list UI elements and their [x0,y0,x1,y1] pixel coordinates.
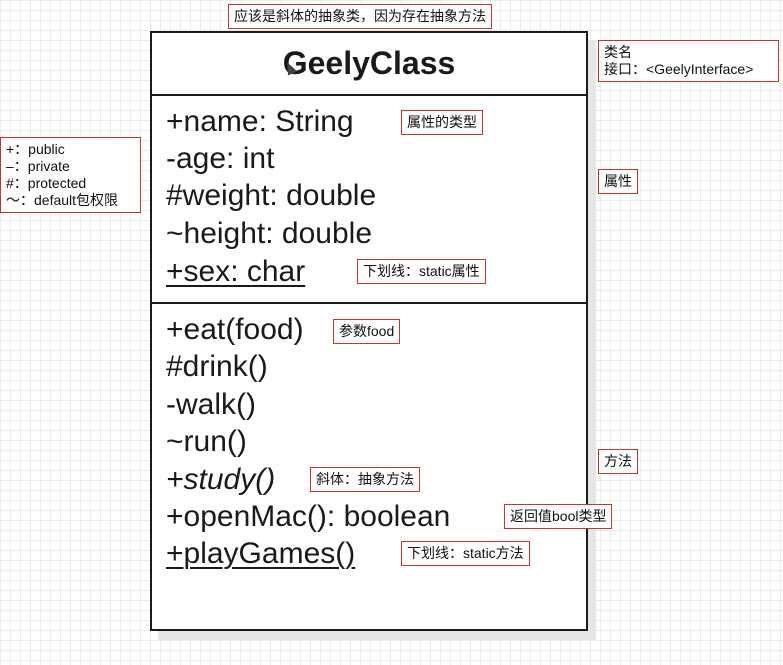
note-static-method: 下划线：static方法 [401,541,530,566]
note-return-value: 返回值bool类型 [504,504,613,529]
attribute-age[interactable]: -age: int [166,142,275,175]
note-param: 参数food [333,319,401,344]
note-methods: 方法 [598,449,638,474]
method-eat[interactable]: +eat(food) [166,313,304,346]
method-openmac[interactable]: +openMac(): boolean [166,500,451,533]
note-interface: 接口：<GeelyInterface> [604,61,754,77]
method-run[interactable]: ~run() [166,425,247,458]
note-attributes: 属性 [598,169,638,194]
attributes-divider [152,302,586,304]
attribute-name[interactable]: +name: String [166,105,354,138]
note-abstract-class: 应该是斜体的抽象类，因为存在抽象方法 [228,4,492,29]
method-drink[interactable]: #drink() [166,350,268,383]
note-visibility-legend: +：public –：private #：protected ～：default… [0,137,141,213]
legend-protected: #：protected [6,175,87,191]
note-attr-type: 属性的类型 [401,110,483,135]
class-name-divider [152,94,586,96]
method-playgames[interactable]: +playGames() [166,537,356,570]
method-study[interactable]: +study() [166,463,276,496]
note-static-attr: 下划线：static属性 [357,259,486,284]
legend-private: –：private [6,158,70,174]
note-class-name-interface: 类名 接口：<GeelyInterface> [598,40,779,82]
note-class-name: 类名 [604,44,632,60]
class-name: GeelyClass [282,45,456,81]
attribute-weight[interactable]: #weight: double [166,179,377,212]
attribute-sex[interactable]: +sex: char [166,255,306,288]
method-walk[interactable]: -walk() [166,388,256,421]
legend-public: +：public [6,141,65,157]
legend-default: ～：default包权限 [6,192,119,208]
note-abstract-method: 斜体：抽象方法 [310,467,420,492]
attribute-height[interactable]: ~height: double [166,217,373,250]
